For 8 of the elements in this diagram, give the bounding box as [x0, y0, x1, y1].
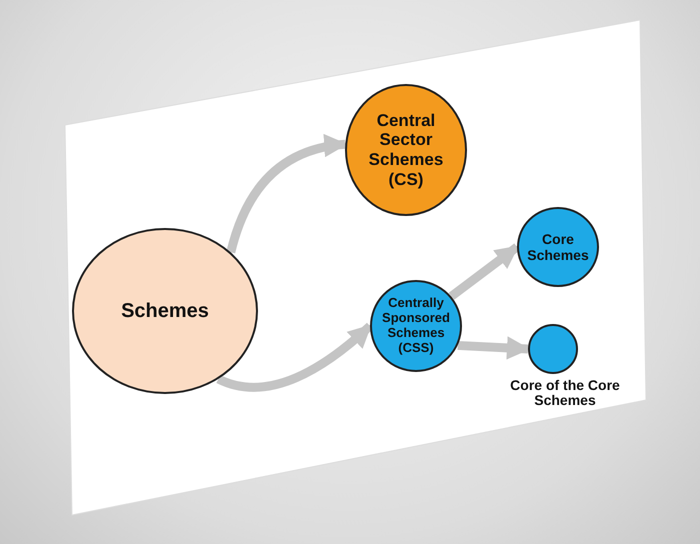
- arrow: [226, 134, 348, 254]
- arrow: [216, 322, 373, 392]
- node-caption: Core of the Core Schemes: [509, 378, 621, 409]
- node-label: Central Sector Schemes (CS): [368, 110, 444, 190]
- node-label: Schemes: [120, 300, 210, 322]
- node-label: Centrally Sponsored Schemes (CSS): [381, 296, 451, 356]
- arrow: [457, 336, 530, 360]
- node-label: Core Schemes: [526, 230, 590, 264]
